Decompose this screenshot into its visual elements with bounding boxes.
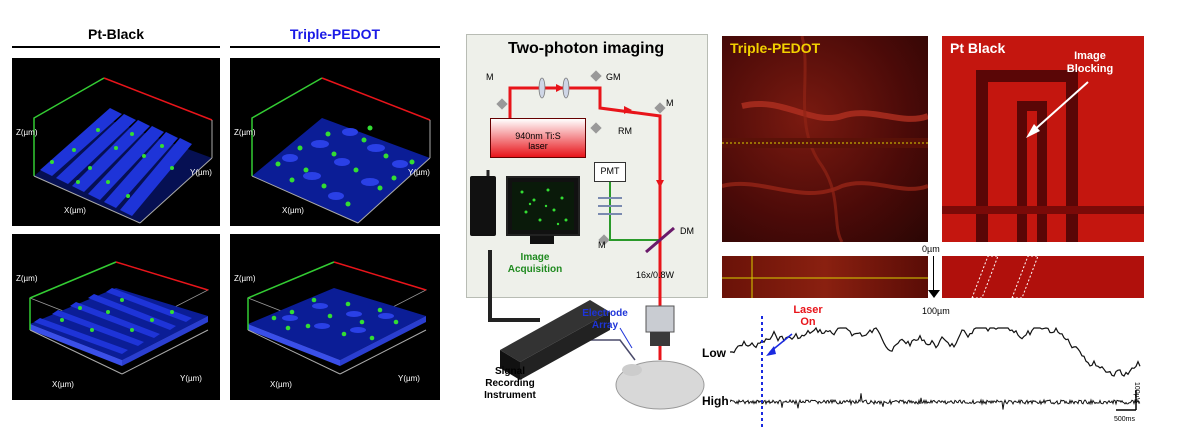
- triple-pedot-3d-view-side: Z(µm) X(µm) Y(µm): [230, 234, 440, 400]
- axis-y-label: Y(µm): [398, 374, 420, 383]
- high-frequency-trace: [730, 393, 1141, 410]
- pmt-box: PMT: [594, 162, 626, 182]
- axis-y-label: Y(µm): [180, 374, 202, 383]
- low-frequency-trace: [730, 326, 1141, 377]
- laser-box: 940nm Ti:S laser: [490, 118, 586, 158]
- pt-black-rule: [12, 46, 220, 48]
- signal-recording-label: Signal Recording Instrument: [484, 366, 536, 401]
- pt-black-electrode-shadow: [942, 36, 1144, 242]
- laser-label: 940nm Ti:S laser: [515, 131, 561, 151]
- pt-black-image-label: Pt Black: [950, 40, 1006, 56]
- monitor-stand: [530, 236, 554, 244]
- computer-tower: [470, 176, 496, 236]
- scale-voltage-label: 100µV: [1133, 382, 1140, 403]
- mirror-m-label-2: M: [666, 98, 674, 108]
- pt-black-xz-lines: [971, 255, 1039, 299]
- objective-label: 16x/0.8W: [636, 270, 675, 280]
- monitor-image: [512, 182, 574, 230]
- triple-pedot-title: Triple-PEDOT: [289, 26, 381, 42]
- rm-label: RM: [618, 126, 632, 136]
- axis-x-label: X(µm): [64, 206, 86, 215]
- triple-pedot-image-label: Triple-PEDOT: [730, 40, 821, 56]
- gm-label: GM: [606, 72, 621, 82]
- axis-x-label: X(µm): [282, 206, 304, 215]
- mirror-m-label-3: M: [598, 240, 606, 250]
- image-blocking-arrow: [1026, 81, 1089, 138]
- triple-pedot-xz-lines: [722, 256, 928, 298]
- axis-z-label: Z(µm): [16, 274, 38, 283]
- image-acquisition-label: Image Acquisition: [507, 252, 563, 275]
- depth-arrow-head: [928, 290, 940, 298]
- axis-z-label: Z(µm): [16, 128, 38, 137]
- signal-traces: [730, 316, 1141, 430]
- triple-pedot-xz-strip: [722, 256, 928, 298]
- electrode-array-label: Electrode Array: [582, 308, 628, 331]
- two-photon-title: Two-photon imaging: [508, 40, 665, 57]
- triple-pedot-image: Triple-PEDOT: [722, 36, 928, 242]
- dm-label: DM: [680, 226, 694, 236]
- pmt-label: PMT: [600, 166, 620, 176]
- axis-z-label: Z(µm): [234, 274, 256, 283]
- triple-pedot-vessels: [722, 36, 928, 242]
- pt-black-image: Pt Black Image Blocking: [942, 36, 1144, 242]
- two-photon-setup-panel: [466, 34, 708, 298]
- triple-pedot-3d-view-top: Z(µm) X(µm) Y(µm): [230, 58, 440, 226]
- pt-black-3d-view-top: Z(µm) X(µm) Y(µm): [12, 58, 220, 226]
- pt-black-xz-strip: [942, 255, 1144, 299]
- laser-on-label: Laser On: [793, 304, 823, 328]
- axis-x-label: X(µm): [270, 380, 292, 389]
- triple-pedot-rule: [230, 46, 440, 48]
- high-label: High: [702, 394, 729, 408]
- mirror-m-label-1: M: [486, 72, 494, 82]
- scale-time-label: 500ms: [1114, 416, 1136, 423]
- depth-bottom-label: 100µm: [922, 306, 950, 316]
- axis-x-label: X(µm): [52, 380, 74, 389]
- axis-y-label: Y(µm): [190, 168, 212, 177]
- computer-monitor: [506, 176, 580, 236]
- low-label: Low: [702, 346, 726, 360]
- optical-path: [486, 70, 705, 410]
- axis-z-label: Z(µm): [234, 128, 256, 137]
- pt-black-3d-view-side: Z(µm) X(µm) Y(µm): [12, 234, 220, 400]
- axis-y-label: Y(µm): [408, 168, 430, 177]
- pt-black-title: Pt-Black: [87, 26, 145, 42]
- depth-arrow: [933, 256, 934, 296]
- depth-top-label: 0µm: [922, 244, 940, 254]
- image-blocking-label: Image Blocking: [1066, 50, 1114, 75]
